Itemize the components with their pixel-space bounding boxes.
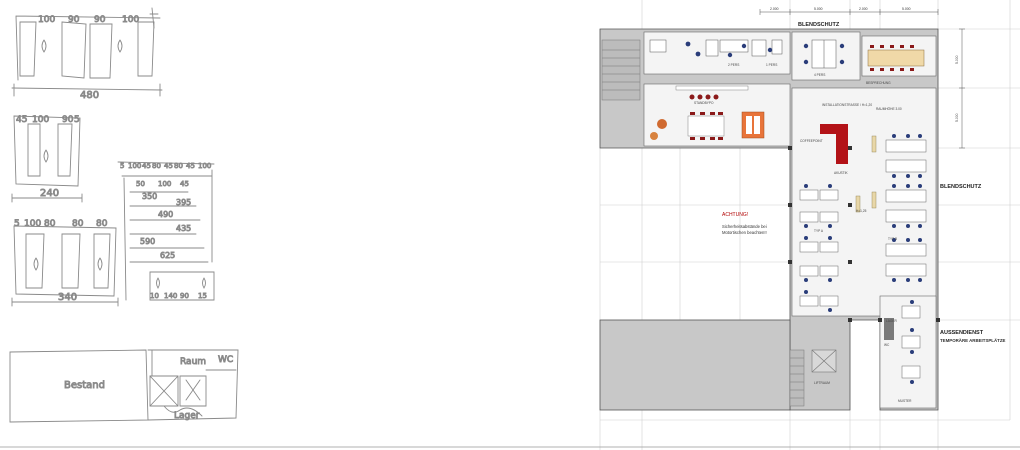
- label-coffeepoint: COFFEEPOINT: [800, 139, 823, 143]
- desks-top-right: [811, 39, 837, 69]
- warning-line-1: Sicherheitsabstände bei: [722, 224, 767, 229]
- desks-top-left: [649, 39, 783, 57]
- sketch-table-h6: 45: [186, 162, 195, 170]
- sketch-total-row3: 340: [58, 292, 77, 303]
- dim-top-4: 5.000: [902, 7, 911, 11]
- sketch-label-lager: Lager: [174, 411, 200, 421]
- sketch-dim-row3-b: 100: [24, 219, 41, 229]
- label-pers-2: 1 PERS: [766, 63, 777, 67]
- sketch-room-layout: [9, 349, 239, 423]
- top-dimension-line: [759, 9, 939, 15]
- label-typ-b: TYP B: [888, 237, 897, 241]
- sketch-table-h2: 45: [142, 162, 151, 170]
- dim-right-1: 5.000: [955, 55, 959, 64]
- sketch-table-h5: 80: [174, 162, 183, 170]
- label-wc: WC: [884, 343, 890, 347]
- label-raumhoehe: RAUMHÖHE 3.00: [876, 107, 902, 111]
- sketch-dim-row2-c: 90: [62, 115, 74, 125]
- warning-title: ACHTUNG!: [722, 212, 748, 218]
- desk-chairs: [804, 134, 922, 384]
- label-temporaere-arbeitsplaetze: TEMPORÄRE ARBEITSPLÄTZE: [940, 338, 1006, 343]
- warning-line-2: Motortischen beachten!!: [722, 230, 767, 235]
- sketch-stack-1: 395: [176, 198, 191, 207]
- sketch-dim-row1-d: 100: [122, 15, 139, 25]
- right-dimension-line: [959, 28, 965, 149]
- label-blendschutz-right: BLENDSCHUTZ: [940, 184, 982, 190]
- sketch-dim-row3-c: 80: [44, 219, 56, 229]
- sketch-label-bestand: Bestand: [64, 380, 105, 391]
- label-aussendienst: AUSSENDIENST: [940, 330, 984, 336]
- label-pers-1: 2 PERS: [728, 63, 739, 67]
- sketch-row-2: [11, 115, 83, 203]
- partition-panels: [855, 135, 877, 213]
- rooms: [643, 31, 937, 409]
- label-akustik: AKUSTIK: [834, 171, 849, 175]
- sketch-mini-0: 10: [150, 292, 159, 300]
- sketch-table-h0: 5: [120, 162, 124, 170]
- sketch-stack-3: 435: [176, 224, 191, 233]
- sketch-dim-row1-c: 90: [94, 15, 106, 25]
- room-standby: [643, 83, 791, 147]
- sketch-total-row1: 480: [80, 90, 99, 101]
- sketch-total-row2: 240: [40, 188, 59, 199]
- sketch-row-1: [11, 7, 163, 97]
- column-markers: [788, 146, 940, 322]
- sketch-table-h3: 80: [152, 162, 161, 170]
- sketch-dim-row2-b: 100: [32, 115, 49, 125]
- sketch-dim-row2-d: 5: [74, 115, 80, 125]
- label-typ-a: TYP A: [814, 229, 824, 233]
- sketch-dim-row1-b: 90: [68, 15, 80, 25]
- label-standbypo: STANDBYPO: [694, 101, 714, 105]
- label-muster: MUSTER: [898, 399, 912, 403]
- label-pers-3: 4 PERS: [814, 73, 825, 77]
- sketch-dim-row2-a: 45: [16, 115, 27, 125]
- sketch-mini-2: 90: [180, 292, 189, 300]
- sketch-table-h4: 45: [164, 162, 173, 170]
- sketch-label-raum: Raum: [180, 357, 206, 367]
- sketch-table-h7: 100: [198, 162, 211, 170]
- lounge-area: [650, 85, 765, 140]
- cad-floor-plan: 2.000 5.000 2.000 5.000 5.000 5.000: [599, 0, 1020, 450]
- sketch-table-s0: 50: [136, 180, 145, 188]
- stairs-bottom: [789, 349, 805, 407]
- meeting-table: [867, 45, 925, 71]
- sketch-row-3: [11, 225, 119, 307]
- label-lager: LAGER: [886, 319, 898, 323]
- aussendienst-door: [884, 318, 894, 340]
- dim-top-2: 5.000: [814, 7, 823, 11]
- label-besprechung: BESPRECHUNG: [866, 81, 891, 85]
- sketch-dimension-stack: [117, 161, 215, 301]
- chairs-top-left: [685, 41, 773, 58]
- sketch-stack-2: 490: [158, 210, 173, 219]
- sketch-dim-row3-a: 5: [14, 219, 20, 229]
- sketch-stack-5: 625: [160, 251, 175, 260]
- sketch-mini-3: 15: [198, 292, 207, 300]
- desk-clusters: [799, 139, 927, 379]
- sketch-table-s2: 45: [180, 180, 189, 188]
- label-blendschutz-top: BLENDSCHUTZ: [798, 22, 840, 28]
- label-height-125: H=1,25: [856, 209, 867, 213]
- dim-top-1: 2.000: [770, 7, 779, 11]
- sketch-dim-row1-a: 100: [38, 15, 55, 25]
- sketch-mini-1: 140: [164, 292, 177, 300]
- dim-right-2: 5.000: [955, 113, 959, 122]
- coffeepoint-counter: [820, 124, 848, 164]
- sketch-stack-4: 590: [140, 237, 155, 246]
- sketch-stack-0: 350: [142, 192, 157, 201]
- sketch-dim-row3-e: 80: [96, 219, 108, 229]
- lift-shaft: [811, 349, 837, 373]
- hand-sketches: 100 90 90 100 480 45 100 90 5 240 5 100 …: [9, 7, 239, 423]
- stairs-top-left: [601, 39, 641, 101]
- dim-top-3: 2.000: [859, 7, 868, 11]
- sketch-label-wc: WC: [218, 355, 233, 365]
- sketch-dim-row3-d: 80: [72, 219, 84, 229]
- sketch-table-h1: 100: [128, 162, 141, 170]
- label-installationsstrasse: INSTALLATIONSTRASSE / H=1,20: [822, 103, 872, 107]
- sketch-table-s1: 100: [158, 180, 171, 188]
- label-liftraum: LIFTRAUM: [814, 381, 830, 385]
- chairs-top-right: [803, 43, 845, 65]
